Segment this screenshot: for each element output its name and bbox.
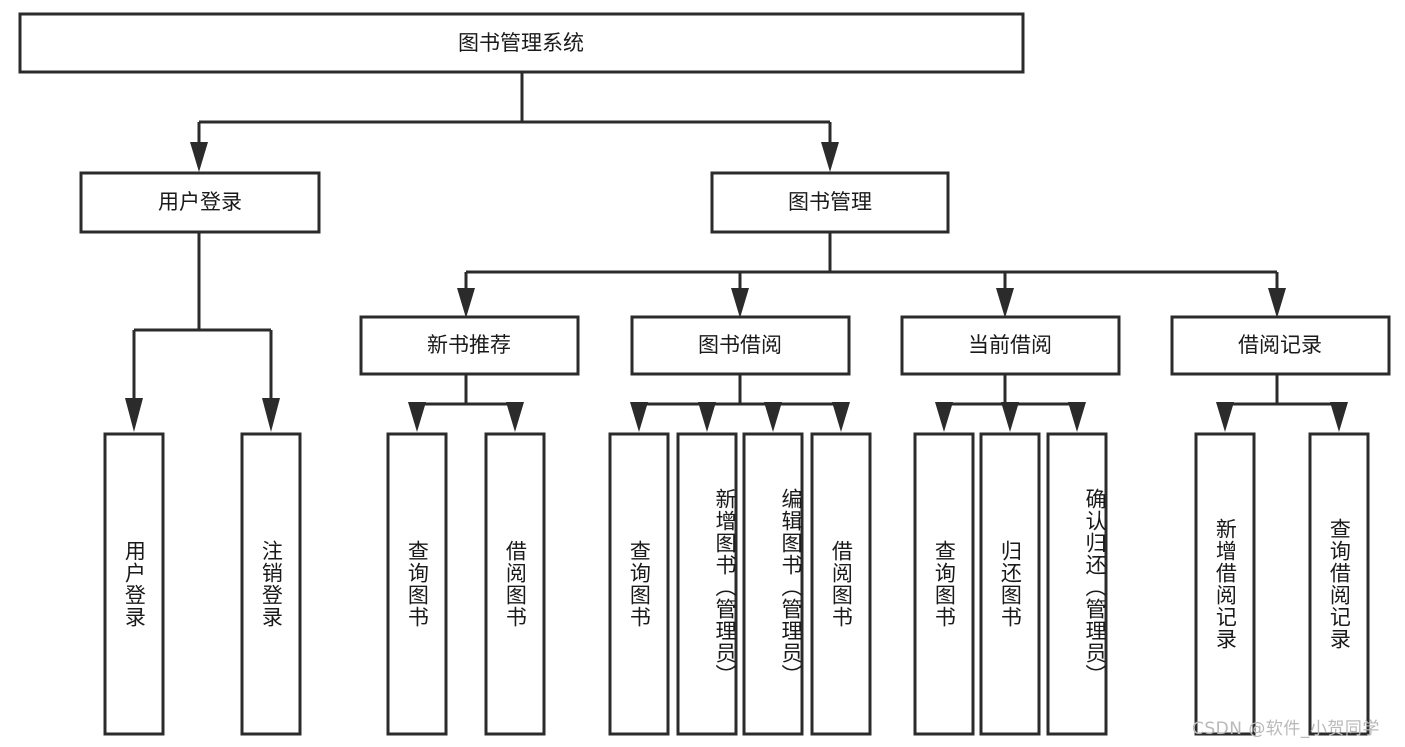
arrow-head-borrow-record: [1268, 288, 1286, 318]
node-book-borrow-label: 图书借阅: [698, 333, 782, 357]
arrow-head-current-borrow: [996, 288, 1014, 318]
connector-group-borrow-record: [1216, 374, 1348, 432]
node-leaf-confirm-return[interactable]: [1046, 432, 1108, 736]
node-user-login-label: 用户登录: [158, 190, 242, 214]
arrow-head-leaf-user-login: [125, 398, 143, 432]
node-book-borrow[interactable]: [630, 315, 851, 376]
node-leaf-query-book-2[interactable]: [608, 432, 670, 736]
node-leaf-query-book-1[interactable]: [386, 432, 448, 736]
arrow-head-book-borrow: [731, 288, 749, 318]
node-leaf-query-book-3[interactable]: [913, 432, 975, 736]
node-new-book-recommend-label: 新书推荐: [427, 333, 511, 357]
arrow-head-leaf-return-book: [1001, 402, 1019, 432]
arrow-head-leaf-query-book-2: [630, 402, 648, 432]
arrow-head-leaf-query-book-1: [408, 402, 426, 432]
arrow-head-leaf-logout-login: [262, 398, 280, 432]
node-root[interactable]: [18, 12, 1025, 74]
watermark-text: CSDN @软件_小贺同学: [1192, 719, 1380, 739]
node-leaf-add-record[interactable]: [1194, 432, 1256, 736]
node-leaf-borrow-book-2[interactable]: [810, 432, 872, 736]
arrow-head-leaf-add-book: [698, 402, 716, 432]
node-leaf-edit-book[interactable]: [742, 432, 804, 736]
node-root-label: 图书管理系统: [458, 31, 584, 55]
node-borrow-record[interactable]: [1170, 315, 1391, 376]
arrow-head-leaf-query-record: [1330, 402, 1348, 432]
node-book-manage[interactable]: [710, 171, 950, 234]
connector-group-root: [190, 72, 839, 172]
connector-group-book-manage: [457, 232, 1286, 318]
node-borrow-record-label: 借阅记录: [1238, 333, 1322, 357]
arrow-head-leaf-confirm-return: [1068, 402, 1086, 432]
node-leaf-return-book[interactable]: [979, 432, 1041, 736]
node-leaf-user-login[interactable]: [103, 432, 165, 736]
arrow-head-leaf-borrow-book-1: [506, 402, 524, 432]
node-leaf-logout-login[interactable]: [240, 432, 302, 736]
arrow-head-leaf-edit-book: [764, 402, 782, 432]
arrow-head-leaf-add-record: [1216, 402, 1234, 432]
arrow-head-leaf-borrow-book-2: [832, 402, 850, 432]
arrow-head-book-manage: [821, 142, 839, 172]
connector-group-book-borrow: [630, 374, 850, 432]
node-current-borrow-label: 当前借阅: [968, 333, 1052, 357]
node-leaf-query-record[interactable]: [1308, 432, 1370, 736]
node-new-book-recommend[interactable]: [359, 315, 580, 376]
arrow-head-leaf-query-book-3: [935, 402, 953, 432]
node-current-borrow[interactable]: [900, 315, 1121, 376]
connector-group-current-borrow: [935, 374, 1086, 432]
node-leaf-add-book[interactable]: [676, 432, 738, 736]
arrow-head-user-login: [190, 142, 208, 172]
arrow-head-new-book-recommend: [457, 288, 475, 318]
node-user-login[interactable]: [79, 171, 321, 234]
connector-group-user-login: [125, 232, 280, 432]
node-book-manage-label: 图书管理: [788, 190, 872, 214]
connector-group-new-book-recommend: [408, 374, 524, 432]
node-leaf-borrow-book-1[interactable]: [484, 432, 546, 736]
